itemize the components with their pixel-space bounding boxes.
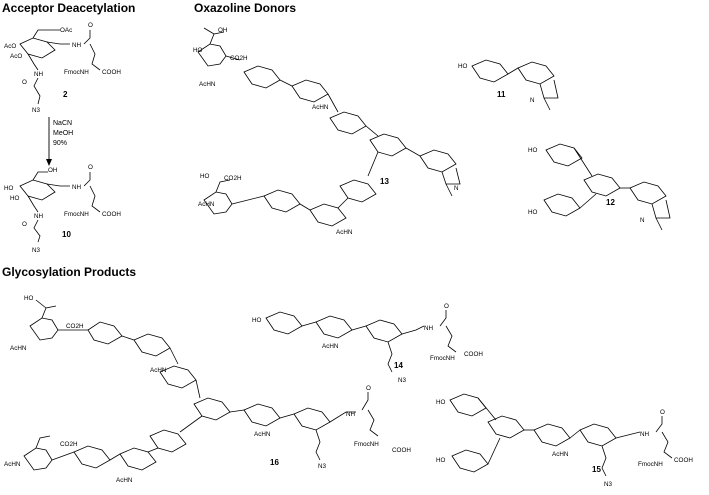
atom-o: O bbox=[444, 303, 449, 310]
heading-glycosylation-products: Glycosylation Products bbox=[2, 265, 136, 279]
atom-ho: HO bbox=[24, 295, 34, 302]
compound-label-12: 12 bbox=[606, 198, 615, 207]
atom-achn: AcHN bbox=[116, 477, 133, 484]
atom-nh: NH bbox=[640, 431, 650, 438]
compound-label-13: 13 bbox=[380, 177, 389, 186]
atom-cooh: COOH bbox=[392, 447, 411, 454]
compound-12-structure: HO HO N 12 bbox=[528, 143, 671, 231]
atom-ho: HO bbox=[252, 317, 262, 324]
atom-fmocnh: FmocNH bbox=[430, 355, 455, 362]
atom-aco-2: AcO bbox=[10, 53, 22, 60]
atom-ho-2: HO bbox=[10, 195, 20, 202]
heading-oxazoline-donors: Oxazoline Donors bbox=[194, 1, 296, 15]
atom-nh: NH bbox=[72, 184, 82, 191]
condition-reagent: NaCN bbox=[53, 120, 72, 127]
atom-cooh: COOH bbox=[464, 351, 483, 358]
atom-n3: N3 bbox=[32, 107, 41, 114]
compound-2-structure: OAc AcO AcO NH O NH FmocNH COOH O N3 2 bbox=[4, 22, 121, 114]
compound-label-14: 14 bbox=[394, 361, 403, 370]
atom-ho-1: HO bbox=[4, 185, 14, 192]
atom-nh: NH bbox=[34, 213, 44, 220]
atom-o: O bbox=[366, 385, 371, 392]
atom-cooh: COOH bbox=[674, 457, 693, 464]
atom-o: O bbox=[22, 79, 27, 86]
atom-n3: N3 bbox=[604, 481, 613, 488]
compound-14-structure: HO AcHN NH O FmocNH COOH N3 14 bbox=[252, 303, 483, 384]
atom-n3: N3 bbox=[32, 247, 41, 254]
condition-yield: 90% bbox=[53, 140, 67, 147]
atom-achn: AcHN bbox=[199, 81, 216, 88]
atom-n: N bbox=[530, 97, 535, 104]
atom-o: O bbox=[88, 164, 93, 171]
compound-label-15: 15 bbox=[592, 465, 601, 474]
atom-oh: OH bbox=[218, 27, 228, 34]
atom-co2h: CO2H bbox=[230, 55, 248, 62]
compound-label-16: 16 bbox=[270, 458, 279, 467]
compound-11-structure: HO N 11 bbox=[458, 59, 559, 111]
atom-n3: N3 bbox=[398, 377, 407, 384]
compound-15-structure: HO HO AcHN NH O FmocNH COOH N3 15 bbox=[436, 393, 693, 488]
atom-fmocnh: FmocNH bbox=[354, 441, 379, 448]
atom-achn: AcHN bbox=[10, 345, 27, 352]
atom-ho: HO bbox=[528, 147, 538, 154]
atom-co2h: CO2H bbox=[224, 175, 242, 182]
atom-achn: AcHN bbox=[312, 104, 329, 111]
atom-n: N bbox=[640, 217, 645, 224]
atom-nh: NH bbox=[34, 71, 44, 78]
atom-achn: AcHN bbox=[150, 367, 167, 374]
atom-fmocnh: FmocNH bbox=[638, 461, 663, 468]
reaction-arrow bbox=[46, 117, 52, 166]
atom-ho: HO bbox=[528, 209, 538, 216]
atom-co2h: CO2H bbox=[66, 323, 84, 330]
atom-fmocnh: FmocNH bbox=[64, 69, 89, 76]
atom-aco-1: AcO bbox=[4, 43, 16, 50]
compound-16-structure: CO2H AcHN HO AcHN AcHN NH O FmocNH COOH … bbox=[4, 295, 411, 484]
atom-n3: N3 bbox=[318, 463, 327, 470]
atom-achn: AcHN bbox=[322, 343, 339, 350]
compound-label-10: 10 bbox=[62, 230, 71, 239]
atom-oac: OAc bbox=[60, 27, 72, 34]
atom-cooh: COOH bbox=[102, 69, 121, 76]
atom-achn: AcHN bbox=[4, 461, 21, 468]
compound-13-structure: HO OH CO2H AcHN AcHN N HO AcHN CO2H AcHN… bbox=[193, 27, 461, 236]
compound-10-structure: OH HO HO NH O NH FmocNH COOH O N3 10 bbox=[4, 164, 121, 254]
atom-ho: HO bbox=[436, 457, 446, 464]
atom-achn: AcHN bbox=[336, 229, 353, 236]
atom-nh: NH bbox=[72, 42, 82, 49]
atom-ho: HO bbox=[436, 399, 446, 406]
atom-fmocnh: FmocNH bbox=[64, 211, 89, 218]
atom-n: N bbox=[454, 185, 459, 192]
atom-cooh: COOH bbox=[102, 211, 121, 218]
atom-oh: OH bbox=[48, 167, 58, 174]
atom-ho: HO bbox=[200, 173, 210, 180]
condition-solvent: MeOH bbox=[53, 130, 73, 137]
atom-co2h: CO2H bbox=[60, 441, 78, 448]
atom-nh: NH bbox=[424, 325, 434, 332]
atom-o: O bbox=[22, 221, 27, 228]
atom-achn: AcHN bbox=[552, 451, 569, 458]
atom-achn: AcHN bbox=[254, 431, 271, 438]
heading-acceptor-deacetylation: Acceptor Deacetylation bbox=[2, 1, 135, 15]
atom-nh: NH bbox=[346, 411, 356, 418]
atom-o: O bbox=[88, 22, 93, 29]
atom-ho: HO bbox=[193, 47, 203, 54]
compound-label-2: 2 bbox=[63, 90, 68, 99]
compound-label-11: 11 bbox=[497, 90, 506, 99]
atom-ho: HO bbox=[458, 63, 468, 70]
atom-achn: AcHN bbox=[198, 201, 215, 208]
atom-o: O bbox=[660, 409, 665, 416]
